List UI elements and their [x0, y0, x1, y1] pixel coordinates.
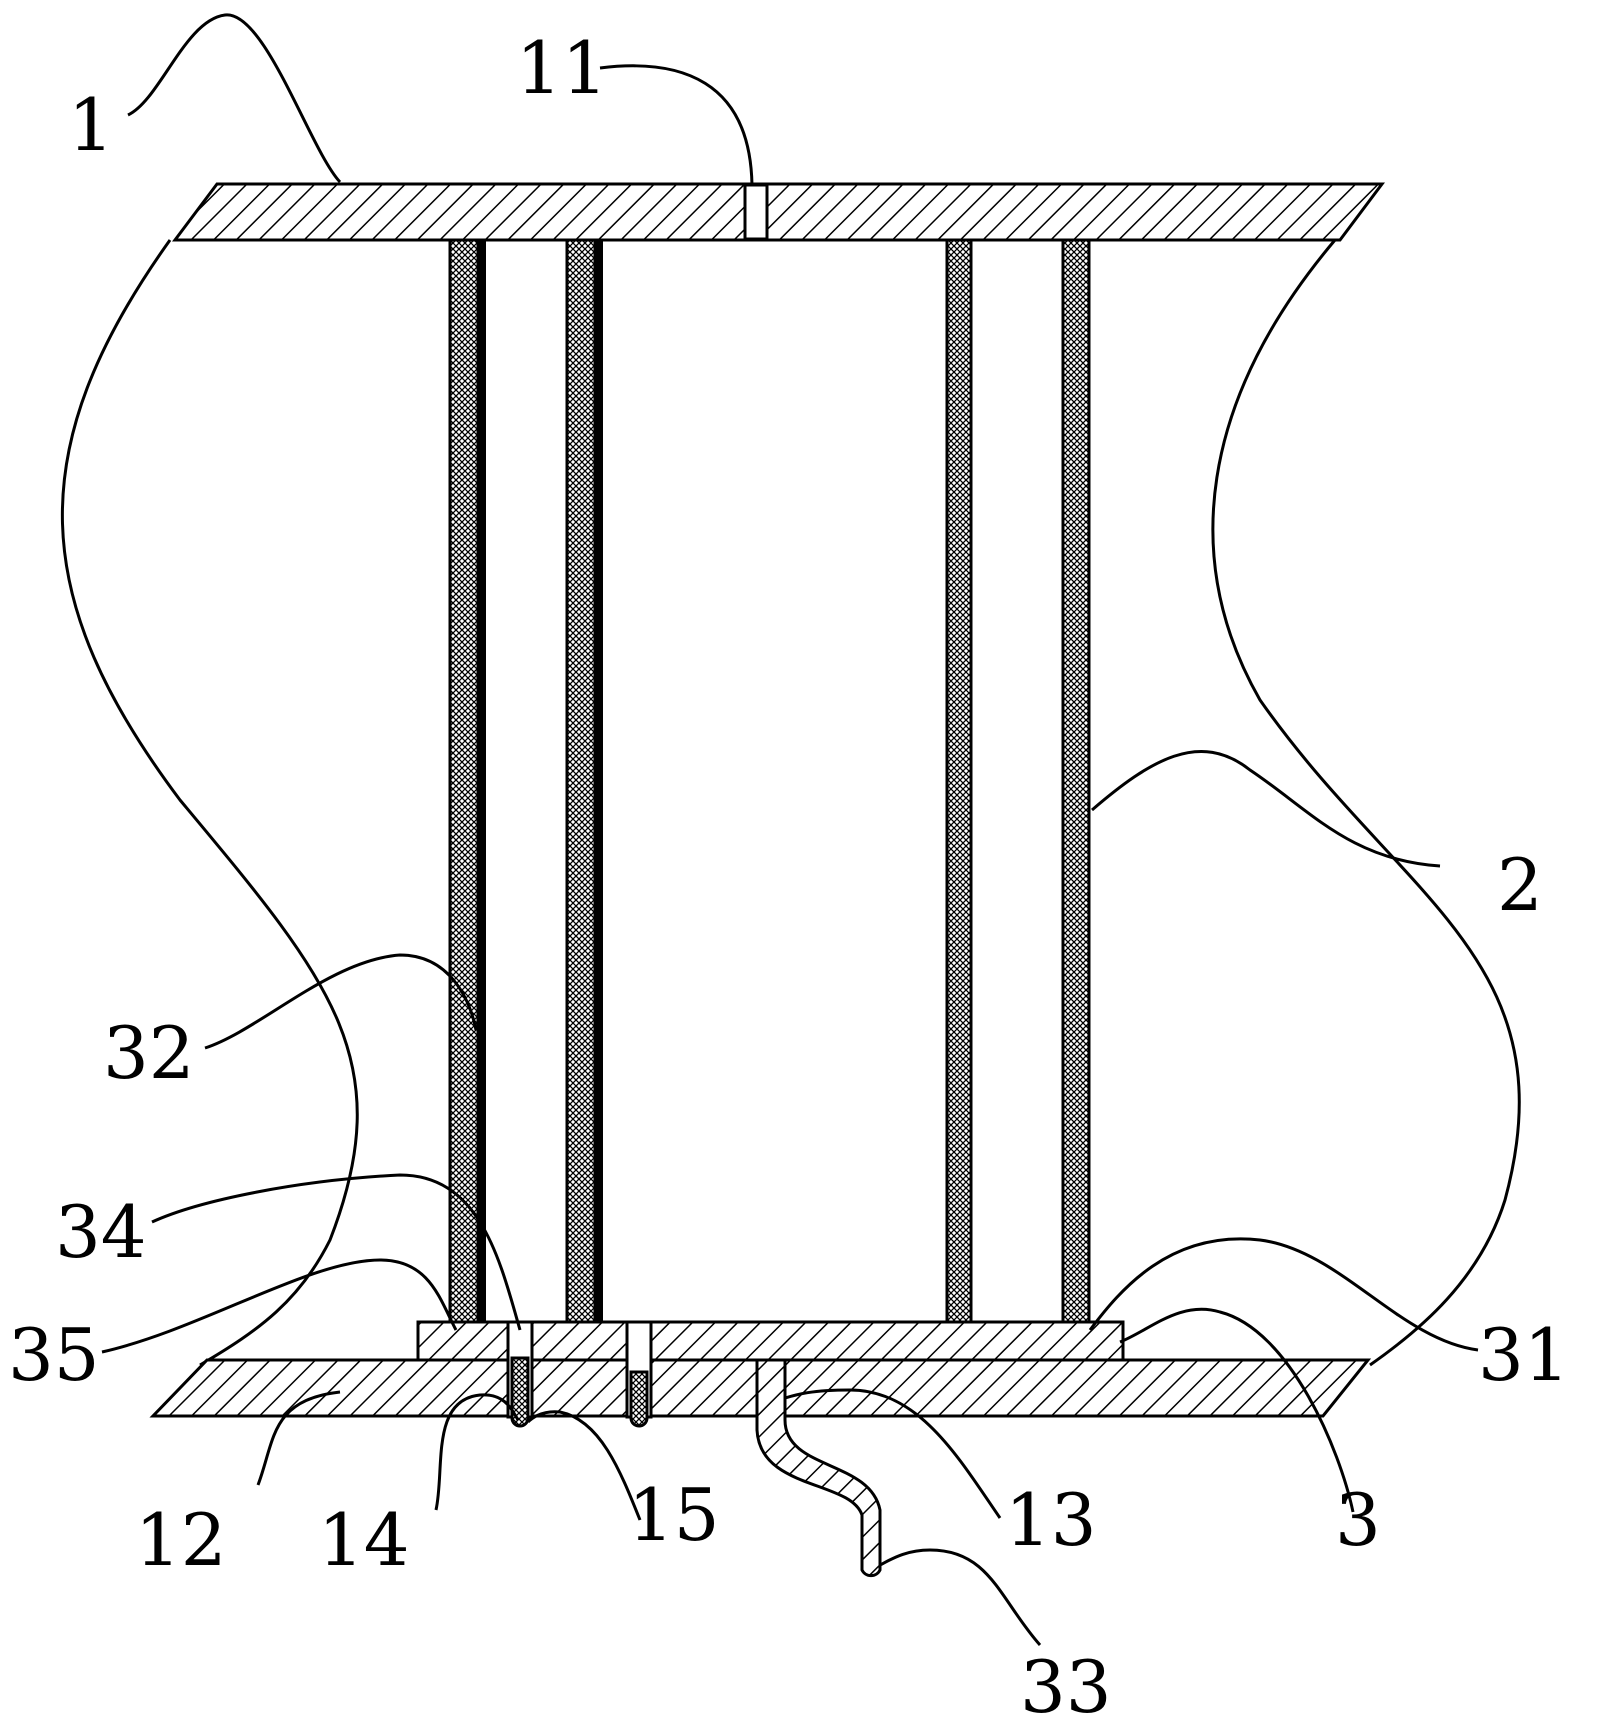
- leader-2: [1091, 749, 1441, 868]
- label-34: 34: [55, 1190, 147, 1274]
- leader-3: [1119, 1307, 1355, 1513]
- label-1: 1: [68, 83, 114, 167]
- leader-31: [1088, 1237, 1479, 1352]
- leader-1: [127, 13, 342, 184]
- vertical-bar-1-inner: [478, 240, 486, 1336]
- label-13: 13: [1005, 1478, 1097, 1562]
- vertical-bar-3: [945, 238, 973, 1338]
- vertical-bar-2-inner: [595, 240, 603, 1336]
- leader-32: [204, 953, 478, 1050]
- label-31: 31: [1478, 1313, 1570, 1397]
- leader-15: [526, 1410, 642, 1521]
- label-32: 32: [103, 1011, 195, 1095]
- left-break-line: [61, 239, 359, 1367]
- leader-12: [256, 1390, 341, 1486]
- pin-1: [510, 1356, 530, 1428]
- label-12: 12: [135, 1498, 227, 1582]
- label-35: 35: [8, 1313, 100, 1397]
- leader-11: [599, 64, 754, 186]
- vertical-bar-4: [1061, 238, 1091, 1338]
- label-15: 15: [628, 1473, 720, 1557]
- label-33: 33: [1020, 1645, 1112, 1727]
- leader-lines: [101, 13, 1479, 1646]
- label-11: 11: [516, 26, 608, 110]
- leader-34: [151, 1173, 522, 1331]
- vertical-bar-2: [565, 238, 597, 1338]
- label-14: 14: [318, 1498, 410, 1582]
- leader-33: [879, 1548, 1042, 1646]
- drain-tab: [755, 1358, 882, 1578]
- leader-14: [434, 1393, 520, 1511]
- label-2: 2: [1497, 843, 1543, 927]
- top-plate: [172, 182, 1385, 242]
- top-vent-hole: [743, 183, 769, 241]
- leader-13: [784, 1388, 1002, 1519]
- labels: 1 11 2 32 34 35 31 12 14 15 13 3 33: [8, 26, 1570, 1727]
- label-3: 3: [1335, 1478, 1381, 1562]
- vertical-bar-1: [448, 238, 480, 1338]
- leader-35: [101, 1258, 458, 1354]
- pin-2: [629, 1370, 649, 1428]
- right-break-line: [1211, 239, 1521, 1367]
